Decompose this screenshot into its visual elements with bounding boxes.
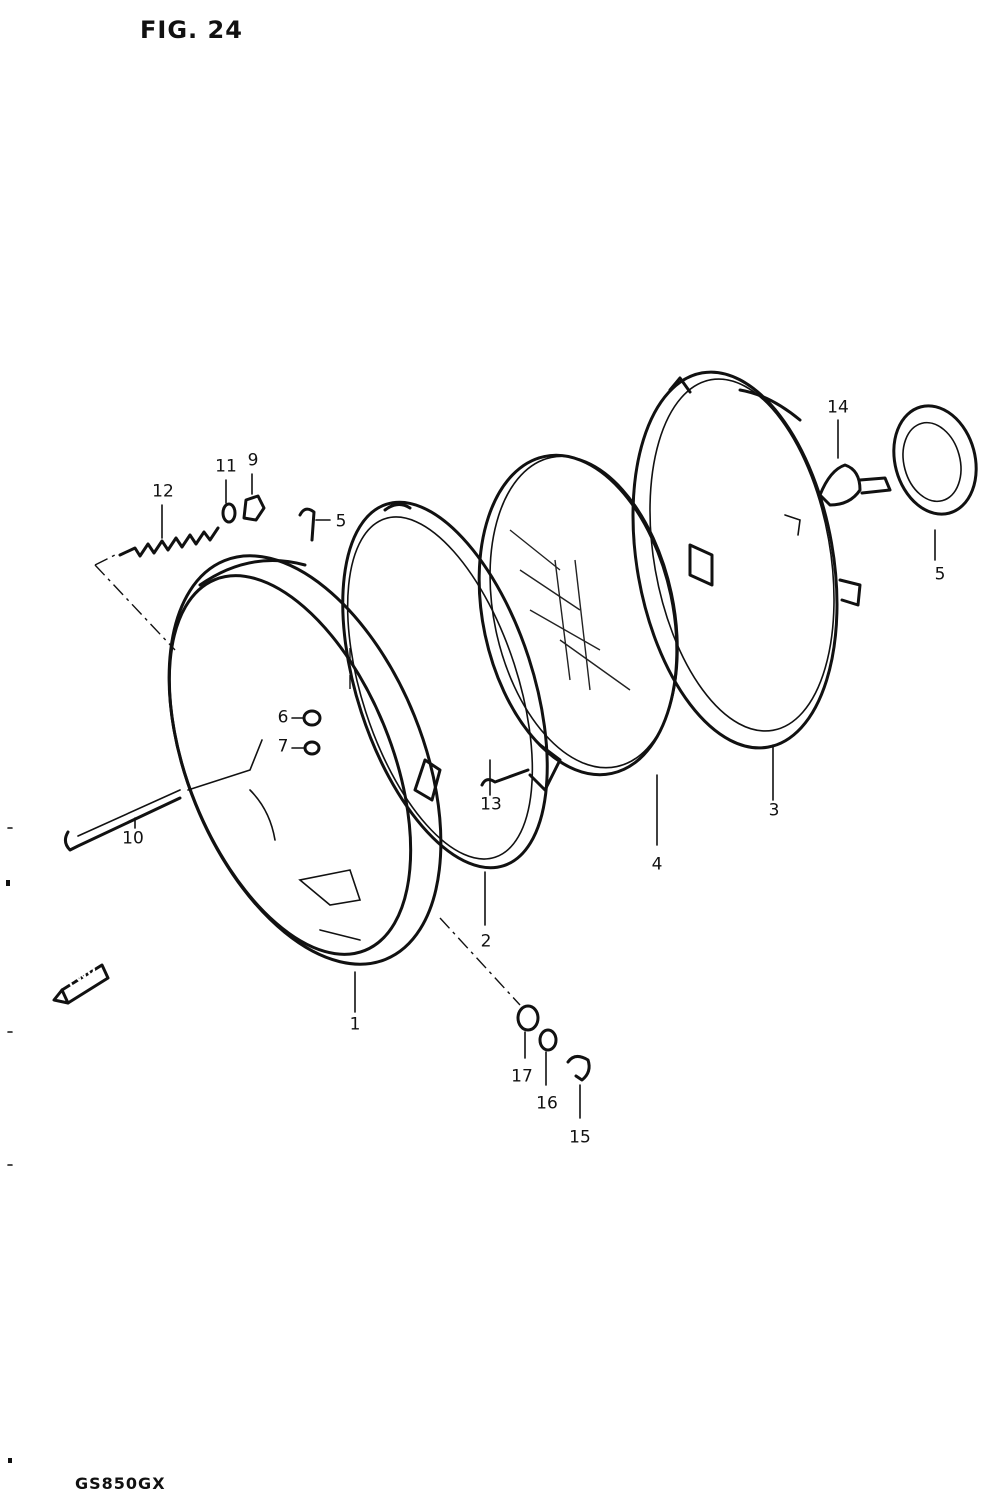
callout-2: 2 bbox=[480, 931, 492, 952]
callout-9: 9 bbox=[247, 450, 259, 471]
callout-16: 16 bbox=[536, 1093, 558, 1114]
reflector-shell-part bbox=[631, 370, 862, 750]
callout-5-right: 5 bbox=[934, 564, 946, 585]
model-code: GS850GX bbox=[75, 1474, 166, 1493]
hardware-parts-15-16-17 bbox=[516, 1004, 591, 1119]
callout-6: 6 bbox=[277, 707, 289, 728]
headlight-lens-part bbox=[477, 453, 679, 792]
long-screw-part bbox=[63, 789, 182, 852]
assembly-guide-lines bbox=[94, 554, 521, 1006]
callout-11: 11 bbox=[215, 456, 237, 477]
callout-10: 10 bbox=[122, 828, 144, 849]
callout-15: 15 bbox=[569, 1127, 591, 1148]
screw-part-left bbox=[298, 507, 331, 542]
socket-cap-part bbox=[892, 404, 978, 561]
leader-lines bbox=[354, 744, 774, 1013]
callout-3: 3 bbox=[768, 800, 780, 821]
figure-title: FIG. 24 bbox=[140, 16, 243, 44]
callout-14: 14 bbox=[827, 397, 849, 418]
screw-part-13 bbox=[480, 759, 530, 796]
callout-4: 4 bbox=[651, 854, 663, 875]
callout-5-left: 5 bbox=[335, 511, 347, 532]
callout-17: 17 bbox=[511, 1066, 533, 1087]
callout-7: 7 bbox=[277, 736, 289, 757]
headlight-bulb-part bbox=[818, 419, 892, 507]
headlight-rim-part bbox=[167, 554, 443, 966]
nut-parts-6-7 bbox=[291, 709, 322, 756]
fwd-arrow-icon bbox=[52, 963, 110, 1005]
adjusting-spring-part bbox=[118, 504, 220, 558]
rim-ring-part bbox=[341, 500, 549, 870]
callout-1: 1 bbox=[349, 1014, 361, 1035]
margin-marks bbox=[6, 827, 13, 1463]
callout-13: 13 bbox=[480, 794, 502, 815]
callout-12: 12 bbox=[152, 481, 174, 502]
washer-and-nut-parts bbox=[221, 473, 266, 524]
